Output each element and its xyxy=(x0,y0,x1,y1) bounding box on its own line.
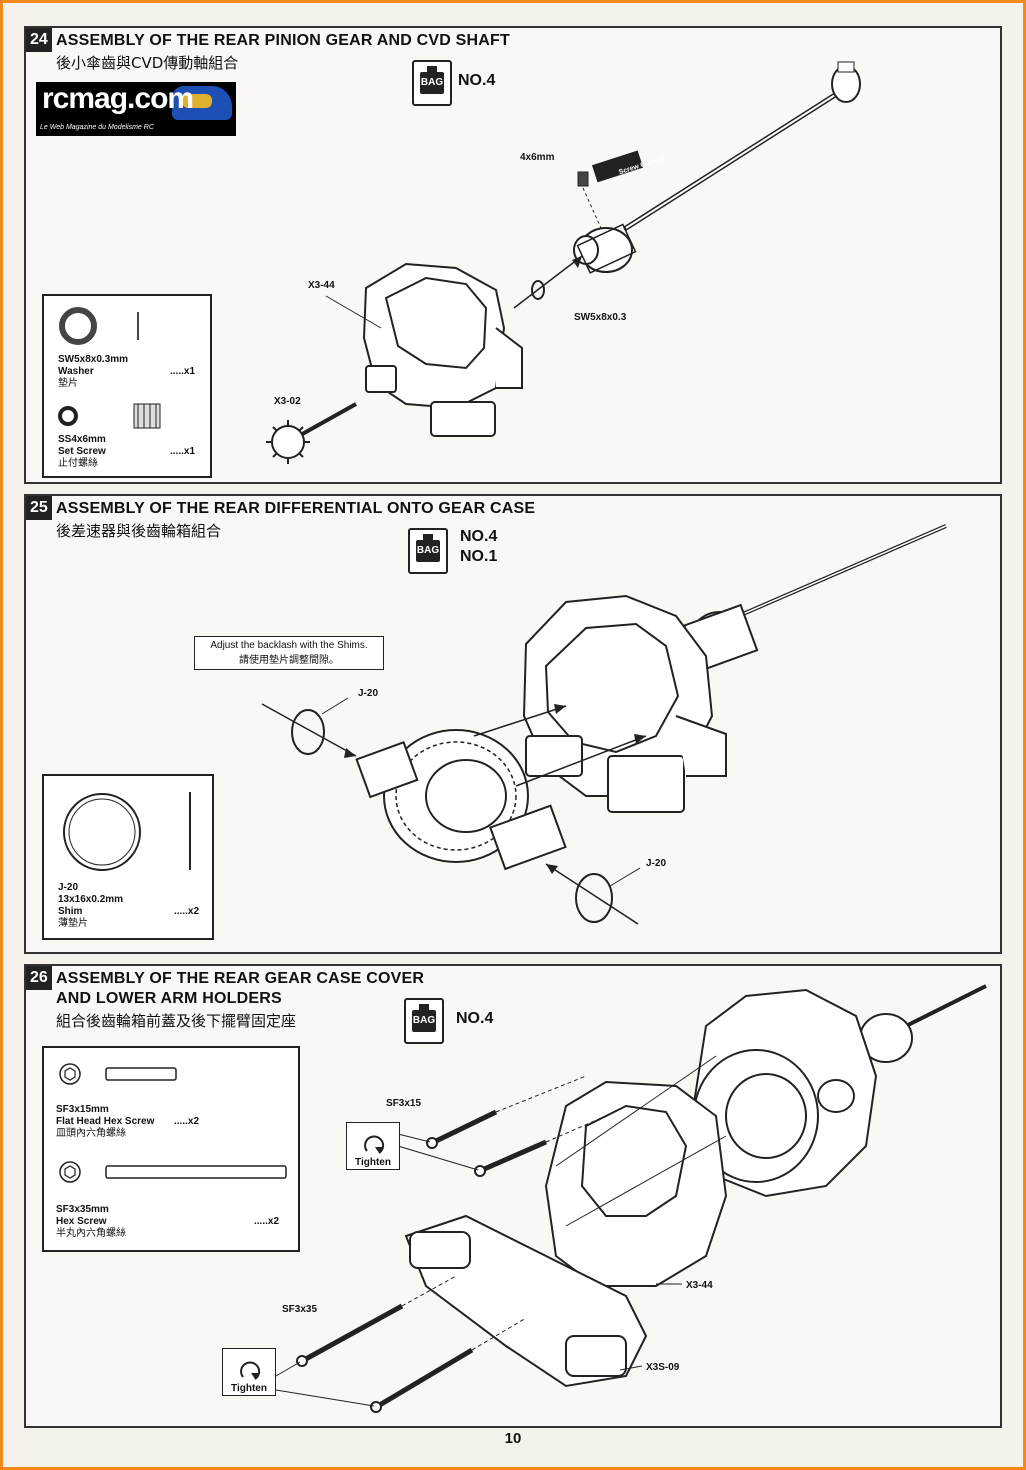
step-title: ASSEMBLY OF THE REAR GEAR CASE COVER xyxy=(56,970,425,987)
part-desc: Shim xyxy=(58,906,83,917)
step-number: 25 xyxy=(26,496,52,520)
backlash-note: Adjust the backlash with the Shims. 請使用墊… xyxy=(194,636,384,670)
part-cn: 薄墊片 xyxy=(58,918,88,929)
step-26-diagram xyxy=(275,984,987,1413)
step-24-section: 24 ASSEMBLY OF THE REAR PINION GEAR AND … xyxy=(24,26,1002,484)
bag-number: NO.4 xyxy=(460,528,498,545)
part-qty: .....x2 xyxy=(174,1116,200,1127)
holder-callout: X3S-09 xyxy=(646,1362,680,1373)
part-qty: .....x2 xyxy=(254,1216,280,1227)
tighten-indicator: Tighten xyxy=(346,1122,400,1170)
parts-box: SF3x15mm Flat Head Hex Screw 皿頭內六角螺絲 ...… xyxy=(42,1046,300,1252)
parts-box: J-20 13x16x0.2mm Shim 薄墊片 .....x2 xyxy=(42,774,214,940)
part-name: J-20 xyxy=(58,882,79,893)
washer-callout: SW5x8x0.3 xyxy=(574,312,627,323)
part-qty: .....x2 xyxy=(174,906,200,917)
bag-icon: BAG xyxy=(412,60,452,106)
part-cn: 止付螺絲 xyxy=(58,458,98,469)
page-number: 10 xyxy=(504,1430,522,1447)
shim-callout-top: J-20 xyxy=(358,688,379,699)
bag-number: NO.1 xyxy=(460,548,498,565)
part-qty: .....x1 xyxy=(170,446,196,457)
parts-box: SW5x8x0.3mm Washer 墊片 .....x1 SS4x6mm Se… xyxy=(42,294,212,478)
shim-callout-bottom: J-20 xyxy=(646,858,667,869)
part-name: SW5x8x0.3mm xyxy=(58,354,129,365)
rcmag-logo: rcmag.com Le Web Magazine du Modelisme R… xyxy=(36,82,236,136)
part-name: SS4x6mm xyxy=(58,434,106,445)
step-subtitle: 組合後齒輪箱前蓋及後下擺臂固定座 xyxy=(56,1012,297,1030)
car-icon xyxy=(172,86,232,120)
part-cn: 皿頭內六角螺絲 xyxy=(56,1128,126,1139)
parts-icons xyxy=(59,1063,287,1183)
bag-number: NO.4 xyxy=(456,1010,494,1027)
parts-icons xyxy=(58,307,161,429)
part-size: 13x16x0.2mm xyxy=(58,894,124,905)
step-number: 26 xyxy=(26,966,52,990)
step-title: ASSEMBLY OF THE REAR DIFFERENTIAL ONTO G… xyxy=(56,500,536,517)
bag-icon: BAG xyxy=(404,998,444,1044)
step-25-section: 25 ASSEMBLY OF THE REAR DIFFERENTIAL ONT… xyxy=(24,494,1002,954)
step-number: 24 xyxy=(26,28,52,52)
pinion-callout: X3-02 xyxy=(274,396,301,407)
set-screw-callout: 4x6mm xyxy=(520,152,555,163)
part-cn: 半丸內六角螺絲 xyxy=(56,1228,126,1239)
long-screw-callout: SF3x35 xyxy=(282,1304,318,1315)
step-title: ASSEMBLY OF THE REAR PINION GEAR AND CVD… xyxy=(56,32,510,49)
part-desc: Flat Head Hex Screw xyxy=(56,1116,155,1127)
part-desc: Set Screw xyxy=(58,446,106,457)
gear-case-callout: X3-44 xyxy=(686,1280,713,1291)
short-screw-callout: SF3x15 xyxy=(386,1098,422,1109)
part-name: SF3x15mm xyxy=(56,1104,109,1115)
part-desc: Hex Screw xyxy=(56,1216,107,1227)
step-25-diagram xyxy=(261,524,947,925)
part-qty: .....x1 xyxy=(170,366,196,377)
step-26-section: 26 ASSEMBLY OF THE REAR GEAR CASE COVER … xyxy=(24,964,1002,1428)
rotate-icon xyxy=(240,1361,261,1380)
step-24-diagram xyxy=(266,61,861,464)
bag-icon: BAG xyxy=(408,528,448,574)
parts-icons xyxy=(63,792,191,871)
gear-case-callout: X3-44 xyxy=(308,280,335,291)
part-desc: Washer xyxy=(58,366,94,377)
part-name: SF3x35mm xyxy=(56,1204,109,1215)
step-subtitle: 後小傘齒與CVD傳動軸組合 xyxy=(56,54,239,72)
part-cn: 墊片 xyxy=(58,378,78,389)
step-subtitle: 後差速器與後齒輪箱組合 xyxy=(56,522,222,540)
bag-number: NO.4 xyxy=(458,72,496,89)
rotate-icon xyxy=(364,1135,385,1154)
step-title-line2: AND LOWER ARM HOLDERS xyxy=(56,990,282,1007)
tighten-indicator: Tighten xyxy=(222,1348,276,1396)
